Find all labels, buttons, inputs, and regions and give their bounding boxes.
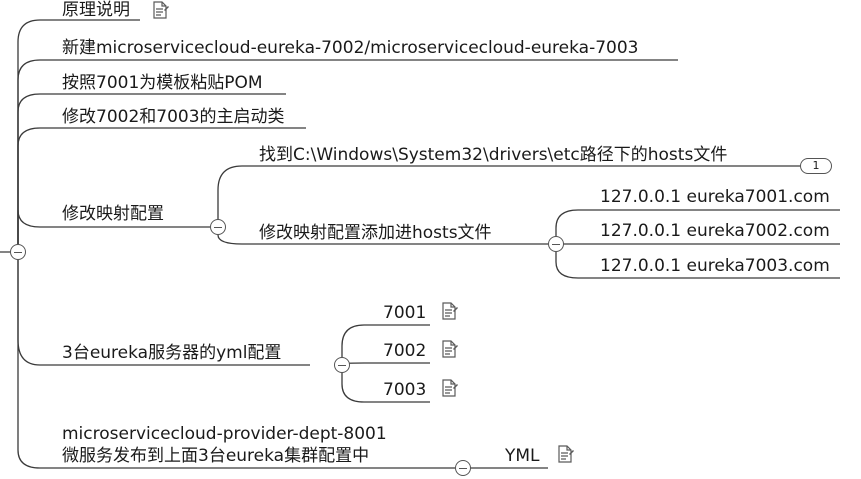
note-icon[interactable]	[440, 302, 458, 320]
node-provider-line1[interactable]: microservicecloud-provider-dept-8001	[62, 424, 387, 444]
node-yml-7002[interactable]: 7002	[383, 341, 427, 361]
node-yml-7001[interactable]: 7001	[383, 303, 427, 323]
root-collapse-toggle[interactable]	[10, 244, 26, 260]
provider-collapse-toggle[interactable]	[455, 460, 471, 476]
node-new-modules[interactable]: 新建microservicecloud-eureka-7002/microser…	[62, 38, 639, 58]
node-add-hosts[interactable]: 修改映射配置添加进hosts文件	[259, 223, 492, 243]
mapping-collapse-toggle[interactable]	[210, 219, 226, 235]
node-host-7001[interactable]: 127.0.0.1 eureka7001.com	[600, 187, 830, 207]
node-find-hosts[interactable]: 找到C:\Windows\System32\drivers\etc路径下的hos…	[259, 145, 728, 165]
node-provider-line2[interactable]: 微服务发布到上面3台eureka集群配置中	[62, 446, 370, 466]
node-principle[interactable]: 原理说明	[62, 0, 130, 20]
node-copy-pom[interactable]: 按照7001为模板粘贴POM	[62, 73, 263, 93]
node-modify-mapping[interactable]: 修改映射配置	[62, 204, 164, 224]
node-provider-yml[interactable]: YML	[505, 446, 540, 466]
node-modify-main-class[interactable]: 修改7002和7003的主启动类	[62, 107, 285, 127]
node-host-7003[interactable]: 127.0.0.1 eureka7003.com	[600, 256, 830, 276]
node-yml-7003[interactable]: 7003	[383, 380, 427, 400]
note-icon[interactable]	[556, 445, 574, 463]
yml-collapse-toggle[interactable]	[334, 357, 350, 373]
note-icon[interactable]	[440, 379, 458, 397]
note-icon[interactable]	[440, 340, 458, 358]
find-hosts-child-count-badge[interactable]: 1	[800, 158, 832, 174]
hosts-collapse-toggle[interactable]	[548, 236, 564, 252]
node-host-7002[interactable]: 127.0.0.1 eureka7002.com	[600, 221, 830, 241]
node-yml-config[interactable]: 3台eureka服务器的yml配置	[62, 343, 282, 363]
note-icon[interactable]	[151, 1, 169, 19]
